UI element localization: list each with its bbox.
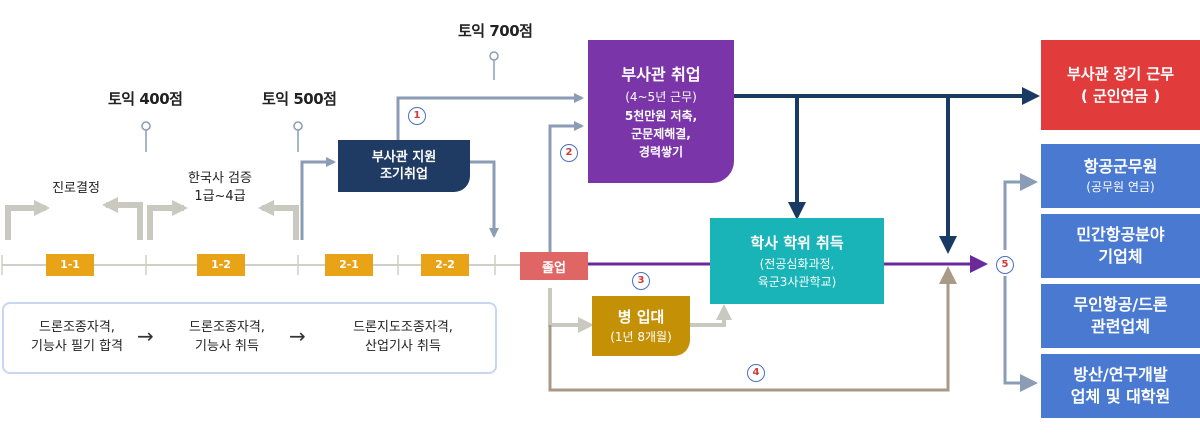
graduation-badge: 졸업 <box>520 252 588 280</box>
cert-step-2: 드론조종자격, 기능사 취득 <box>172 318 282 356</box>
stage-2-1: 2-1 <box>325 254 373 276</box>
outcome-3-line2: 관련업체 <box>1091 317 1150 336</box>
enlist-box: 병 입대 (1년 8개월) <box>592 296 690 356</box>
outcome-defense-research: 방산/연구개발 업체 및 대학원 <box>1041 354 1200 418</box>
cert-arrow-1: → <box>137 324 154 348</box>
nco-job-benefit-2: 군문제해결, <box>631 126 691 141</box>
route-badge-1: 1 <box>408 107 426 125</box>
degree-sub-2: 육군3사관학교) <box>757 275 837 289</box>
toeic-700-label: 토익 700점 <box>458 22 533 40</box>
certification-panel: 드론조종자격, 기능사 필기 합격 → 드론조종자격, 기능사 취득 → 드론지… <box>2 302 497 374</box>
stage-1-2: 1-2 <box>197 254 245 276</box>
nco-job-box: 부사관 취업 (4~5년 근무) 5천만원 저축, 군문제해결, 경력쌓기 <box>588 40 734 183</box>
outcome-2-line1: 민간항공분야 <box>1076 225 1165 244</box>
degree-box: 학사 학위 취득 (전공심화과정, 육군3사관학교) <box>710 218 884 304</box>
cert-arrow-2: → <box>289 324 306 348</box>
route-badge-2: 2 <box>560 144 578 162</box>
history-test-label: 한국사 검증 1급~4급 <box>168 170 272 206</box>
cert-step-3: 드론지도조종자격, 산업기사 취득 <box>330 318 476 356</box>
enlist-period: (1년 8개월) <box>610 330 672 344</box>
outcome-1-sub: (공무원 연금) <box>1086 180 1155 194</box>
route-badge-3: 3 <box>632 272 650 290</box>
degree-title: 학사 학위 취득 <box>750 234 844 252</box>
stage-1-1: 1-1 <box>46 254 94 276</box>
degree-sub-1: (전공심화과정, <box>759 257 835 271</box>
cert-step-3-line1: 드론지도조종자격, <box>353 320 453 335</box>
nco-job-benefit-3: 경력쌓기 <box>638 144 684 159</box>
cert-step-2-line2: 기능사 취득 <box>195 339 259 354</box>
outcome-drone-industry: 무인항공/드론 관련업체 <box>1041 284 1200 348</box>
early-job-box: 부사관 지원 조기취업 <box>338 140 470 192</box>
early-job-line2: 조기취업 <box>380 167 428 182</box>
early-job-line1: 부사관 지원 <box>371 150 437 165</box>
cert-step-3-line2: 산업기사 취득 <box>365 339 441 354</box>
cert-step-1-line2: 기능사 필기 합격 <box>31 339 123 354</box>
enlist-title: 병 입대 <box>617 308 665 326</box>
outcome-1-title: 항공군무원 <box>1083 157 1158 176</box>
outcome-civil-aviation: 민간항공분야 기업체 <box>1041 214 1200 278</box>
career-decision-label: 진로결정 <box>52 181 100 196</box>
cert-step-2-line1: 드론조종자격, <box>189 320 265 335</box>
toeic-500-label: 토익 500점 <box>262 90 337 108</box>
outcome-4-line1: 방산/연구개발 <box>1073 365 1168 384</box>
stage-2-2: 2-2 <box>421 254 469 276</box>
longterm-line2: ( 군인연금 ) <box>1080 87 1161 105</box>
outcome-4-line2: 업체 및 대학원 <box>1070 387 1171 406</box>
outcome-2-line2: 기업체 <box>1098 247 1143 266</box>
longterm-box: 부사관 장기 근무 ( 군인연금 ) <box>1041 40 1200 130</box>
cert-step-1: 드론조종자격, 기능사 필기 합격 <box>12 318 142 356</box>
nco-job-title: 부사관 취업 <box>621 64 701 84</box>
route-badge-4: 4 <box>747 364 765 382</box>
history-test-line1: 한국사 검증 <box>188 171 252 186</box>
longterm-line1: 부사관 장기 근무 <box>1066 65 1175 83</box>
nco-job-period: (4~5년 근무) <box>625 89 697 104</box>
outcome-3-line1: 무인항공/드론 <box>1073 295 1168 314</box>
outcome-aviation-civil-servant: 항공군무원 (공무원 연금) <box>1041 144 1200 208</box>
history-test-line2: 1급~4급 <box>194 189 246 204</box>
toeic-400-label: 토익 400점 <box>108 90 183 108</box>
route-badge-5: 5 <box>996 256 1014 274</box>
cert-step-1-line1: 드론조종자격, <box>39 320 115 335</box>
nco-job-benefit-1: 5천만원 저축, <box>624 108 698 123</box>
